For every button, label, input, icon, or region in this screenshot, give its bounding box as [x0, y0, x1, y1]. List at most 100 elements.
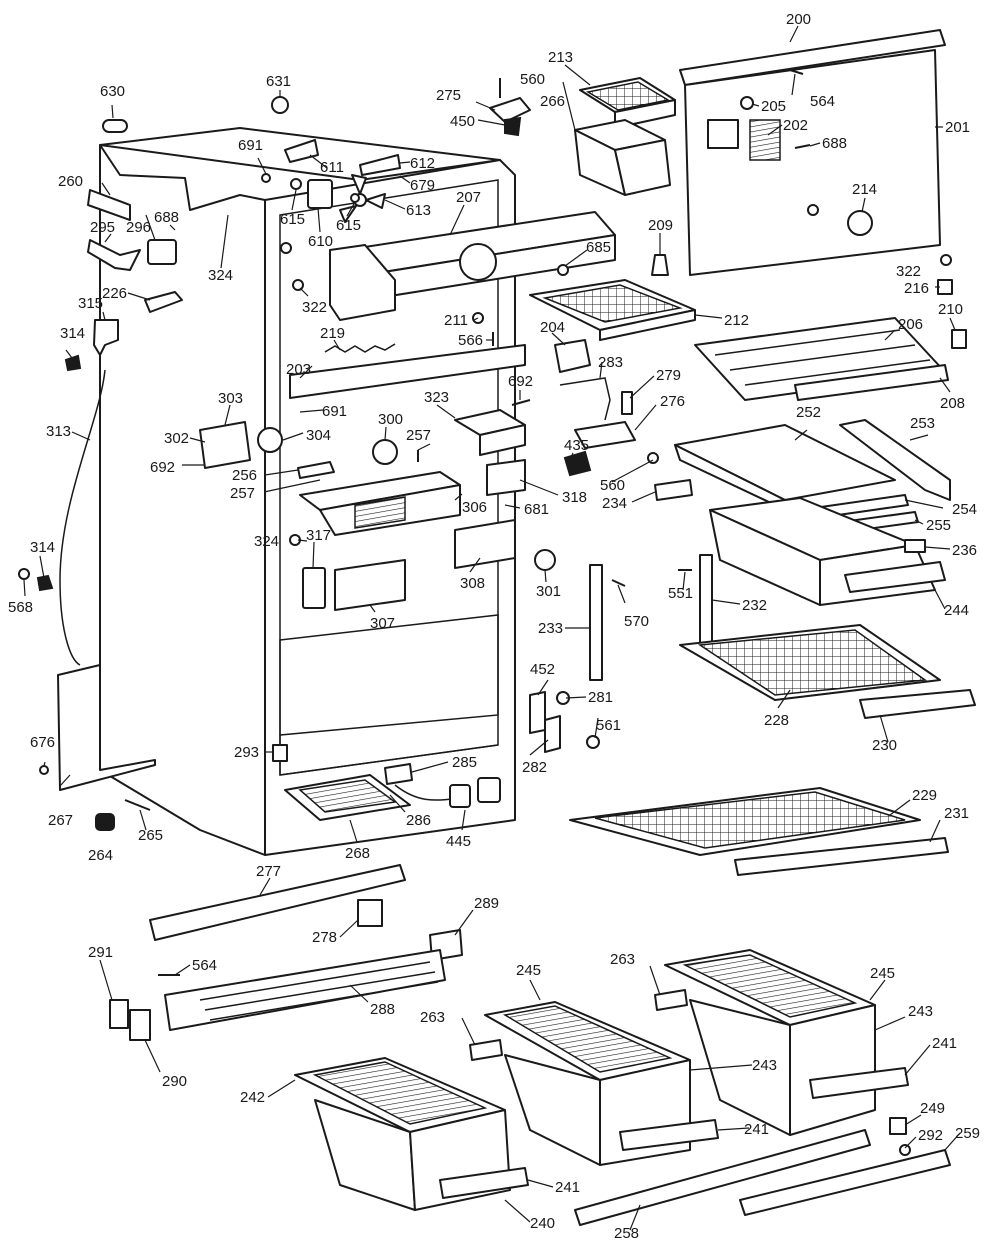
label-568: 568: [8, 599, 33, 616]
part-number-labels: 200 201 202 203 204 205 206 207 208 209 …: [8, 11, 980, 1242]
part-561: [586, 735, 600, 749]
part-315: [93, 319, 119, 356]
part-213-ice-tray: [579, 77, 676, 129]
part-265: [124, 799, 151, 811]
label-314-a: 314: [60, 325, 85, 342]
label-205: 205: [761, 98, 786, 115]
part-285: [384, 763, 413, 785]
part-615-a: [290, 178, 302, 190]
part-564-top: [789, 69, 804, 75]
part-229-shelf: [569, 787, 921, 856]
part-688-right: [794, 144, 811, 149]
part-296: [147, 239, 177, 265]
part-277: [149, 864, 406, 941]
part-275: [489, 97, 531, 123]
label-676: 676: [30, 734, 55, 751]
part-258: [574, 1129, 871, 1226]
part-230: [859, 689, 976, 719]
label-688-b: 688: [822, 135, 847, 152]
label-301: 301: [536, 583, 561, 600]
label-688-a: 688: [154, 209, 179, 226]
label-296: 296: [126, 219, 151, 236]
label-258: 258: [614, 1225, 639, 1242]
label-288: 288: [370, 1001, 395, 1018]
label-278: 278: [312, 929, 337, 946]
part-256: [297, 461, 335, 479]
label-249: 249: [920, 1100, 945, 1117]
label-277: 277: [256, 863, 281, 880]
label-290: 290: [162, 1073, 187, 1090]
label-308: 308: [460, 575, 485, 592]
label-243-a: 243: [752, 1057, 777, 1074]
label-630: 630: [100, 83, 125, 100]
part-317: [302, 567, 326, 609]
label-245-b: 245: [870, 965, 895, 982]
label-570: 570: [624, 613, 649, 630]
label-255: 255: [926, 517, 951, 534]
part-242-pan-left: [294, 1057, 511, 1211]
leader-lines: [23, 25, 961, 1231]
label-560-a: 560: [520, 71, 545, 88]
label-295: 295: [90, 219, 115, 236]
part-216: [937, 279, 953, 295]
part-226: [144, 291, 183, 313]
part-207-evaporator-cover: [329, 211, 616, 321]
part-228-shelf: [679, 624, 941, 701]
label-244: 244: [944, 602, 969, 619]
part-203: [289, 344, 526, 399]
part-278: [357, 899, 383, 927]
label-615-a: 615: [280, 211, 305, 228]
part-452: [529, 691, 546, 734]
part-263-left: [469, 1039, 503, 1061]
label-564-b: 564: [192, 957, 217, 974]
label-318: 318: [562, 489, 587, 506]
label-564-a: 564: [810, 93, 835, 110]
part-324-top: [280, 242, 292, 254]
part-292: [899, 1144, 911, 1156]
label-257-b: 257: [230, 485, 255, 502]
label-435: 435: [564, 437, 589, 454]
label-610: 610: [308, 233, 333, 250]
part-676: [39, 765, 49, 775]
label-692-a: 692: [150, 459, 175, 476]
label-304: 304: [306, 427, 331, 444]
label-691-a: 691: [238, 137, 263, 154]
label-206: 206: [898, 316, 923, 333]
label-201: 201: [945, 119, 970, 136]
part-232-rail: [699, 554, 713, 651]
part-291: [109, 999, 129, 1029]
label-324-b: 324: [254, 533, 279, 550]
part-200: [679, 29, 946, 86]
part-692-mid: [511, 399, 531, 406]
label-315: 315: [78, 295, 103, 312]
part-445-wiring: [394, 777, 501, 808]
part-570: [611, 579, 626, 587]
part-685: [557, 264, 569, 276]
label-209: 209: [648, 217, 673, 234]
label-279: 279: [656, 367, 681, 384]
part-290: [129, 1009, 151, 1041]
label-613: 613: [406, 202, 431, 219]
part-612: [359, 154, 401, 176]
label-228: 228: [764, 712, 789, 729]
part-283: [559, 377, 611, 421]
part-249: [889, 1117, 907, 1135]
part-210: [951, 329, 967, 349]
label-293: 293: [234, 744, 259, 761]
label-289: 289: [474, 895, 499, 912]
part-263-right: [654, 989, 688, 1011]
part-322-right: [940, 254, 952, 266]
part-201-rear-panel: [684, 49, 941, 276]
label-233: 233: [538, 620, 563, 637]
label-254: 254: [952, 501, 977, 518]
label-232: 232: [742, 597, 767, 614]
part-259: [739, 1149, 951, 1216]
label-450: 450: [450, 113, 475, 130]
label-263-b: 263: [420, 1009, 445, 1026]
part-630: [102, 119, 128, 133]
part-260: [87, 189, 131, 221]
label-452: 452: [530, 661, 555, 678]
part-288-grille: [164, 949, 446, 1031]
label-551: 551: [668, 585, 693, 602]
